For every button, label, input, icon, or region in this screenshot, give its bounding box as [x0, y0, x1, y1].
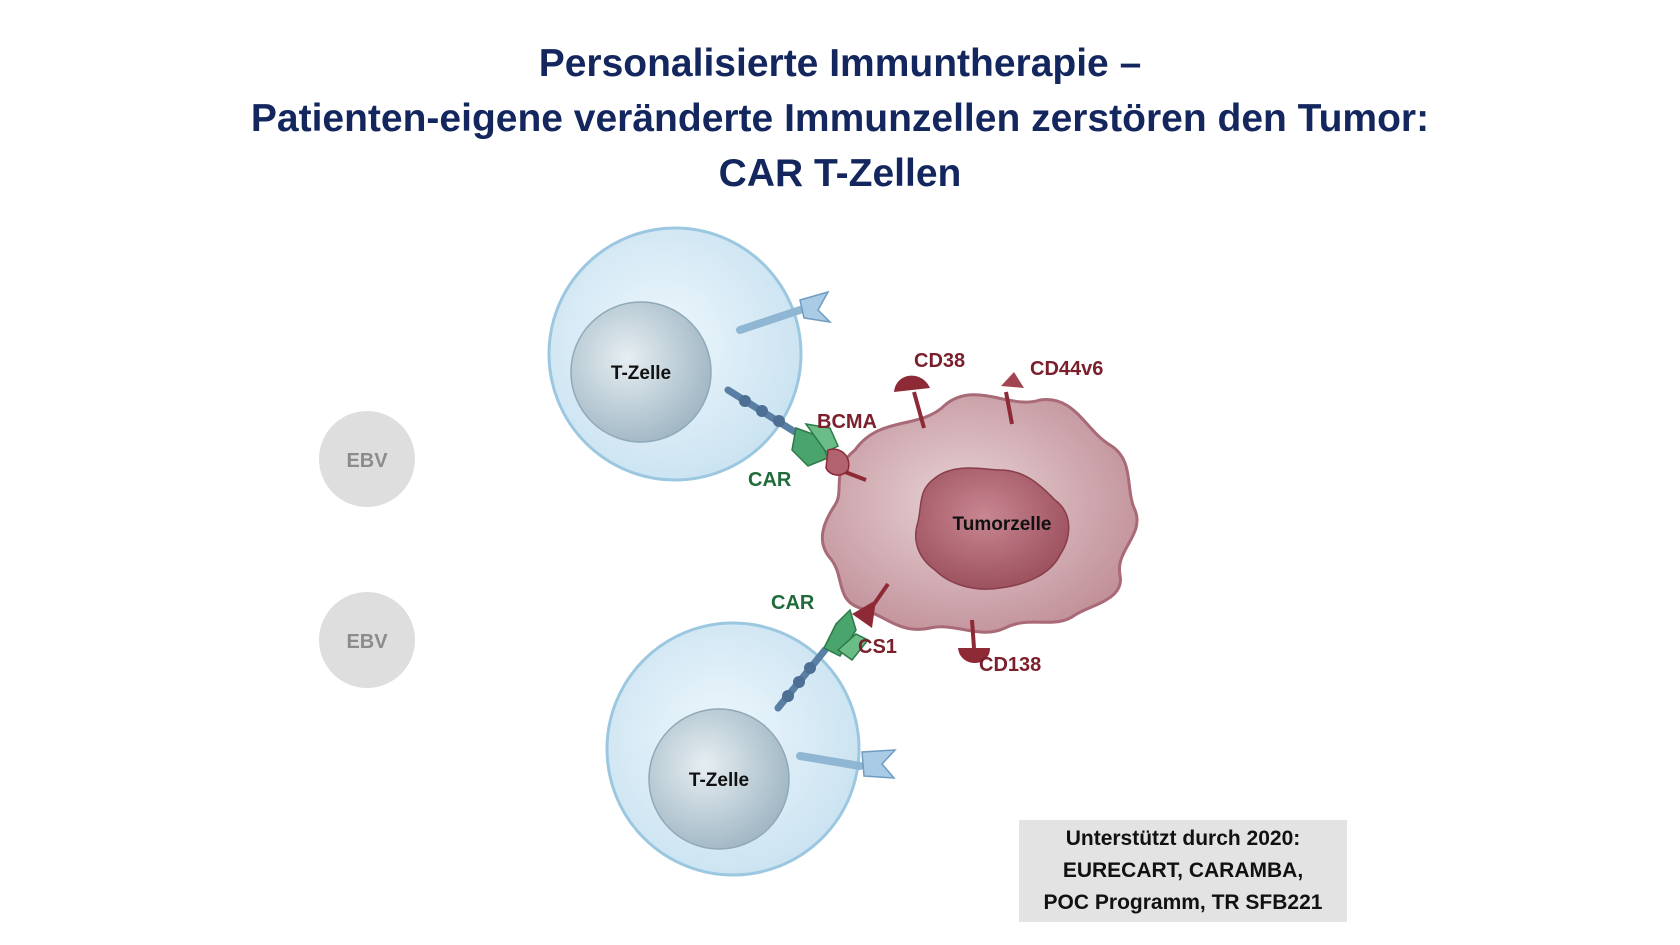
tumor-cell: Tumorzelle — [820, 393, 1139, 634]
cs1-label: CS1 — [858, 636, 897, 658]
support-box: Unterstützt durch 2020: EURECART, CARAMB… — [1019, 820, 1347, 922]
title-line-1: Personalisierte Immuntherapie – — [538, 42, 1142, 85]
tcell-top: T-Zelle — [547, 226, 803, 482]
tcell-top-label: T-Zelle — [611, 363, 671, 384]
tcell-bottom-label: T-Zelle — [689, 770, 749, 791]
tcell-bottom-receptor-icon — [796, 749, 897, 779]
tumor-nucleus — [914, 467, 1070, 590]
cd38-label: CD38 — [914, 350, 965, 372]
tumor-label: Tumorzelle — [953, 514, 1052, 535]
cd38-antigen-icon — [894, 375, 930, 429]
bcma-antigen-icon — [825, 448, 867, 482]
ebv-bottom: EBV — [319, 592, 415, 688]
support-line-2: EURECART, CARAMBA, — [1062, 859, 1304, 882]
support-line-3: POC Programm, TR SFB221 — [1043, 891, 1323, 914]
cd138-label: CD138 — [979, 654, 1041, 676]
cd138-antigen-icon — [958, 619, 990, 663]
tcell-top-nucleus — [570, 301, 712, 443]
cs1-antigen-icon — [852, 582, 890, 628]
ebv-top-label: EBV — [346, 450, 388, 472]
car-top-icon — [724, 386, 839, 467]
support-line-1: Unterstützt durch 2020: — [1065, 827, 1301, 850]
car-top-label: CAR — [748, 469, 792, 491]
cd44v6-antigen-icon — [1001, 372, 1024, 425]
title-line-3: CAR T-Zellen — [718, 152, 962, 195]
ebv-bottom-label: EBV — [346, 631, 388, 653]
cd44v6-label: CD44v6 — [1030, 358, 1103, 380]
car-bottom-label: CAR — [771, 592, 815, 614]
tcell-bottom-nucleus — [648, 708, 790, 850]
ebv-top-circle — [319, 411, 415, 507]
ebv-top: EBV — [319, 411, 415, 507]
bcma-label: BCMA — [817, 411, 877, 433]
title-line-2: Patienten-eigene veränderte Immunzellen … — [250, 97, 1430, 140]
tcell-bottom: T-Zelle — [605, 621, 861, 877]
page-title: Personalisierte Immuntherapie – Patiente… — [0, 36, 1680, 201]
tcell-top-receptor-icon — [736, 290, 833, 334]
ebv-bottom-circle — [319, 592, 415, 688]
car-bottom-icon — [774, 608, 870, 712]
